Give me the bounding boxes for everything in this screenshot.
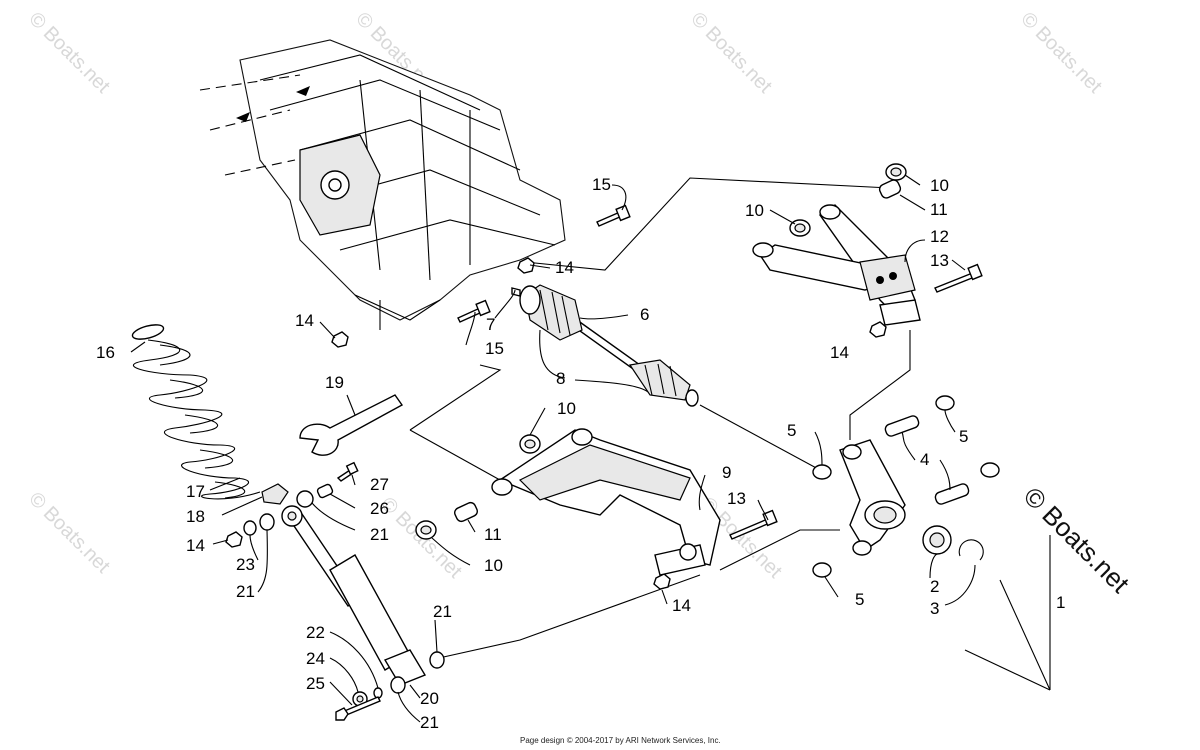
watermark: © Boats.net	[24, 488, 114, 578]
callout-11: 11	[484, 525, 502, 544]
bushing-21-bottom	[390, 676, 406, 694]
spanner-wrench-19	[299, 394, 404, 456]
callout-9: 9	[722, 463, 731, 482]
callout-18: 18	[186, 507, 205, 526]
callout-21: 21	[420, 713, 439, 732]
bushing-21-shock-bottom	[429, 651, 445, 669]
callout-10: 10	[745, 201, 764, 220]
bolt-13-lower	[729, 509, 778, 540]
bushing-5-right	[980, 462, 1000, 478]
callout-25: 25	[306, 674, 325, 693]
callout-14: 14	[830, 343, 849, 362]
page-footer: Page design © 2004-2017 by ARI Network S…	[520, 736, 721, 745]
callout-5: 5	[787, 421, 796, 440]
spring-retainer-18	[261, 483, 289, 505]
callout-16: 16	[96, 343, 115, 362]
callout-21: 21	[236, 582, 255, 601]
callout-14: 14	[186, 536, 205, 555]
bushing-5-top	[812, 464, 832, 480]
callout-20: 20	[420, 689, 439, 708]
watermark: © Boats.net	[24, 8, 114, 98]
nut-14	[869, 321, 887, 338]
callout-15: 15	[485, 339, 504, 358]
callout-6: 6	[640, 305, 649, 324]
callout-14: 14	[672, 596, 691, 615]
bolt-13-upper	[934, 263, 983, 293]
bolt-27	[336, 461, 359, 482]
callout-13: 13	[930, 251, 949, 270]
callout-21: 21	[433, 602, 452, 621]
callout-22: 22	[306, 623, 325, 642]
callout-5: 5	[959, 427, 968, 446]
callout-2: 2	[930, 577, 939, 596]
bearing-carrier	[839, 439, 906, 556]
bushing-10-lower-top	[519, 434, 541, 454]
callout-8: 8	[556, 369, 565, 388]
bolt-15-upper	[596, 204, 631, 227]
callout-3: 3	[930, 599, 939, 618]
callout-leaders	[130, 174, 976, 723]
callout-21: 21	[370, 525, 389, 544]
callout-5: 5	[855, 590, 864, 609]
snap-ring-3	[958, 539, 984, 561]
callout-1: 1	[1056, 593, 1065, 612]
callout-10: 10	[484, 556, 503, 575]
watermark: © Boats.net	[686, 8, 776, 98]
callout-labels: 15 10 10 11 12 13 14 14 14 7 6 15 16 19 …	[96, 175, 1065, 732]
callout-27: 27	[370, 475, 389, 494]
callout-26: 26	[370, 499, 389, 518]
leader-lines	[409, 177, 1051, 691]
upper-a-arm-12	[752, 204, 921, 326]
sleeve-11-upper	[878, 179, 902, 199]
nut-14	[653, 573, 671, 590]
callout-17: 17	[186, 482, 205, 501]
callout-10: 10	[557, 399, 576, 418]
callout-14: 14	[555, 258, 574, 277]
bushing-10-upper-right	[885, 163, 907, 181]
bolt-25	[335, 696, 381, 721]
callout-10: 10	[930, 176, 949, 195]
watermark: © Boats.net	[1016, 8, 1106, 98]
callout-19: 19	[325, 373, 344, 392]
bushing-5-top-right	[935, 395, 955, 411]
callout-11: 11	[930, 200, 948, 219]
drive-axle-6	[511, 284, 699, 407]
bushing-21-left	[259, 513, 275, 531]
nut-14	[517, 257, 535, 274]
callout-4: 4	[920, 450, 929, 469]
bolt-15-lower	[457, 299, 491, 323]
callout-15: 15	[592, 175, 611, 194]
chassis-frame	[199, 39, 566, 330]
callout-12: 12	[930, 227, 949, 246]
bearing-2	[922, 525, 952, 555]
bushing-21-shock-top	[296, 490, 314, 508]
callout-7: 7	[486, 315, 495, 334]
nut-14	[225, 531, 243, 548]
washer-23	[243, 520, 257, 536]
callout-14: 14	[295, 311, 314, 330]
callout-23: 23	[236, 555, 255, 574]
bushing-10-lower-bottom	[415, 520, 437, 540]
sleeve-11-lower	[454, 501, 478, 523]
coil-spring-17	[131, 324, 261, 500]
bushing-5-bottom	[812, 562, 832, 578]
sleeve-4-lower	[934, 483, 970, 505]
watermark-large: © Boats.net	[1018, 481, 1136, 599]
shock-absorber	[281, 505, 427, 686]
lower-a-arm-9	[491, 428, 721, 576]
callout-13: 13	[727, 489, 746, 508]
callout-24: 24	[306, 649, 325, 668]
nut-14	[331, 331, 349, 348]
sleeve-4-upper	[884, 415, 920, 437]
sleeve-26	[316, 483, 334, 499]
